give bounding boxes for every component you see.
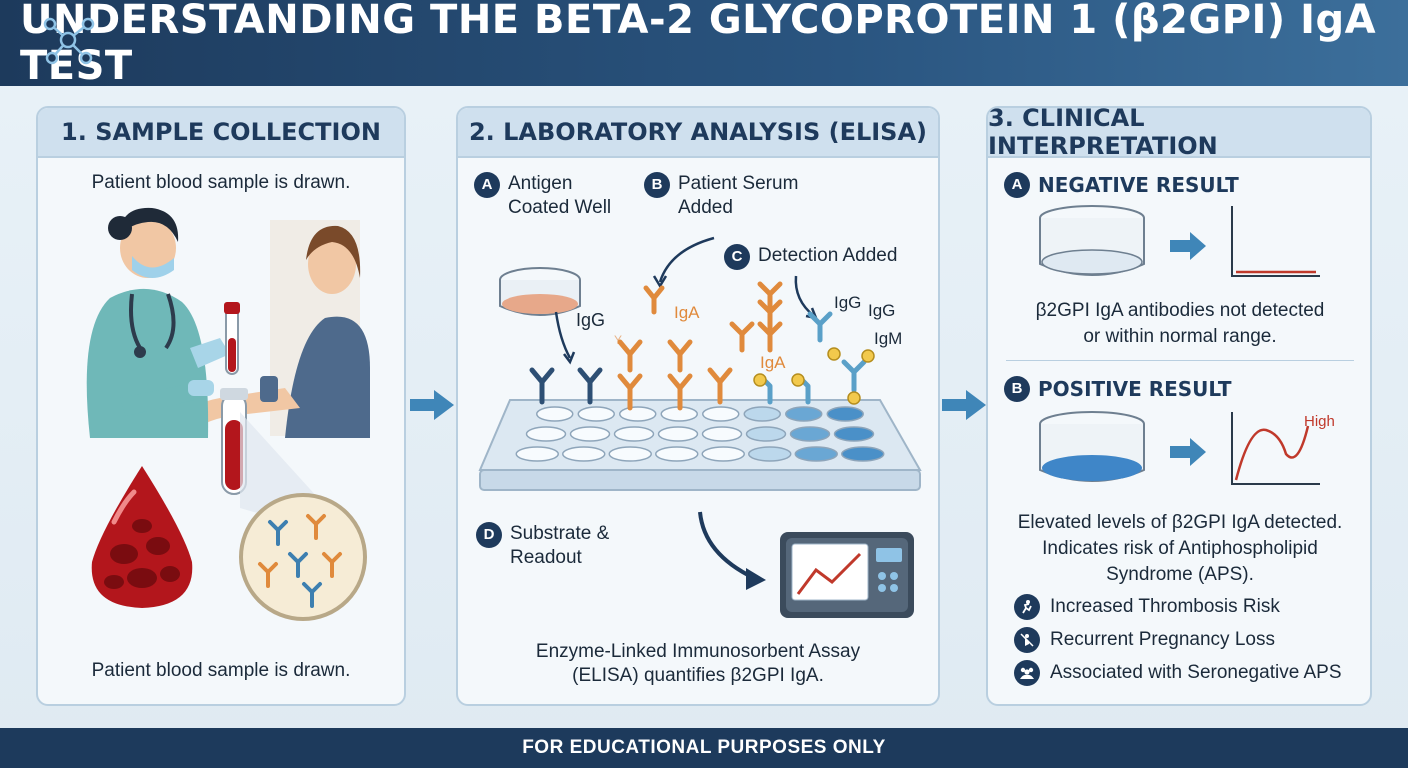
- risk-item-pregnancy: Recurrent Pregnancy Loss: [1014, 627, 1275, 653]
- igg-label-right-2: IgG: [868, 301, 895, 320]
- positive-result-text: Elevated levels of β2GPI IgA detected. I…: [1017, 512, 1343, 585]
- y-small-label: Y: [614, 333, 622, 347]
- iga-label-b: IgA: [760, 353, 786, 372]
- flow-arrow-2: [942, 390, 986, 420]
- plate-well: [833, 426, 875, 442]
- step-b-label: B Patient Serum Added: [644, 172, 798, 220]
- header-bar: UNDERSTANDING THE BETA-2 GLYCOPROTEIN 1 …: [0, 0, 1408, 89]
- plate-well: [841, 446, 885, 462]
- risk-seronegative-label: Associated with Seronegative APS: [1050, 662, 1342, 683]
- sample-collection-title: 1. SAMPLE COLLECTION: [38, 108, 404, 158]
- step-a-label: A Antigen Coated Well: [474, 172, 611, 220]
- plate-well: [619, 406, 657, 422]
- step-a-badge: A: [474, 172, 500, 198]
- blood-draw-illustration: [86, 207, 370, 495]
- sample-caption-bottom: Patient blood sample is drawn.: [91, 660, 351, 681]
- clinical-interpretation-title: 3. CLINICAL INTERPRETATION: [988, 108, 1370, 160]
- plate-well: [657, 426, 699, 442]
- plate-well: [789, 426, 831, 442]
- positive-title: POSITIVE RESULT: [1038, 377, 1232, 401]
- plate-reader-illustration: [698, 511, 914, 618]
- step-b-badge: B: [644, 172, 670, 198]
- plate-well: [569, 426, 611, 442]
- plate-well: [785, 406, 823, 422]
- antigen-well-icon: [499, 267, 581, 316]
- igg-label-left: IgG: [576, 310, 605, 330]
- step-c-label: C Detection Added: [724, 244, 897, 270]
- thrombosis-icon: [1014, 594, 1040, 620]
- plate-well: [743, 406, 781, 422]
- elisa-plate-illustration: IgG IgA Y IgA IgG IgG IgM: [478, 236, 922, 491]
- serum-magnifier-illustration: [239, 412, 367, 621]
- blood-drop-illustration: [91, 466, 193, 608]
- igm-label: IgM: [874, 329, 902, 348]
- molecule-icon: [43, 17, 95, 65]
- pregnancy-icon: [1014, 627, 1040, 653]
- plate-well: [826, 406, 864, 422]
- footer-bar: FOR EDUCATIONAL PURPOSES ONLY: [0, 728, 1408, 768]
- plate-well: [702, 406, 740, 422]
- negative-result-heading: A NEGATIVE RESULT: [1004, 172, 1239, 198]
- igg-label-right-1: IgG: [834, 293, 861, 312]
- step-d-badge: D: [476, 522, 502, 548]
- step-d-text: Substrate & Readout: [510, 523, 610, 568]
- plate-well: [701, 446, 745, 462]
- plate-well: [745, 426, 787, 442]
- plate-well: [525, 426, 567, 442]
- positive-badge: B: [1004, 376, 1030, 402]
- result-divider: [1006, 360, 1354, 361]
- footer-text: FOR EDUCATIONAL PURPOSES ONLY: [522, 737, 886, 758]
- plate-well: [577, 406, 615, 422]
- negative-result-text: β2GPI IgA antibodies not detected or wit…: [1035, 300, 1325, 347]
- plate-well: [562, 446, 606, 462]
- elisa-caption: Enzyme-Linked Immunosorbent Assay (ELISA…: [535, 641, 861, 686]
- plate-well: [613, 426, 655, 442]
- risk-pregnancy-label: Recurrent Pregnancy Loss: [1050, 629, 1275, 650]
- plate-well: [515, 446, 559, 462]
- page-title: UNDERSTANDING THE BETA-2 GLYCOPROTEIN 1 …: [20, 0, 1377, 89]
- positive-result-illustration: High: [1039, 411, 1335, 485]
- flow-arrow-1: [410, 390, 454, 420]
- high-label: High: [1304, 413, 1335, 430]
- negative-badge: A: [1004, 172, 1030, 198]
- sample-caption-top: Patient blood sample is drawn.: [91, 172, 351, 193]
- group-icon: [1014, 660, 1040, 686]
- plate-well: [794, 446, 838, 462]
- plate-well: [536, 406, 574, 422]
- negative-title: NEGATIVE RESULT: [1038, 173, 1239, 197]
- step-d-label: D Substrate & Readout: [476, 522, 609, 570]
- plate-well: [748, 446, 792, 462]
- plate-well: [655, 446, 699, 462]
- plate-well: [608, 446, 652, 462]
- risk-item-seronegative: Associated with Seronegative APS: [1014, 660, 1342, 686]
- plate-well: [701, 426, 743, 442]
- negative-result-illustration: [1039, 205, 1320, 277]
- risk-item-thrombosis: Increased Thrombosis Risk: [1014, 594, 1280, 620]
- laboratory-analysis-title: 2. LABORATORY ANALYSIS (ELISA): [458, 108, 938, 158]
- iga-label-a: IgA: [674, 303, 700, 322]
- step-c-badge: C: [724, 244, 750, 270]
- step-b-text: Patient Serum Added: [678, 173, 799, 218]
- step-a-text: Antigen Coated Well: [508, 173, 612, 218]
- positive-result-heading: B POSITIVE RESULT: [1004, 376, 1231, 402]
- clinical-interpretation-panel: 3. CLINICAL INTERPRETATION: [986, 106, 1372, 706]
- risk-thrombosis-label: Increased Thrombosis Risk: [1050, 596, 1280, 617]
- step-c-text: Detection Added: [758, 245, 898, 266]
